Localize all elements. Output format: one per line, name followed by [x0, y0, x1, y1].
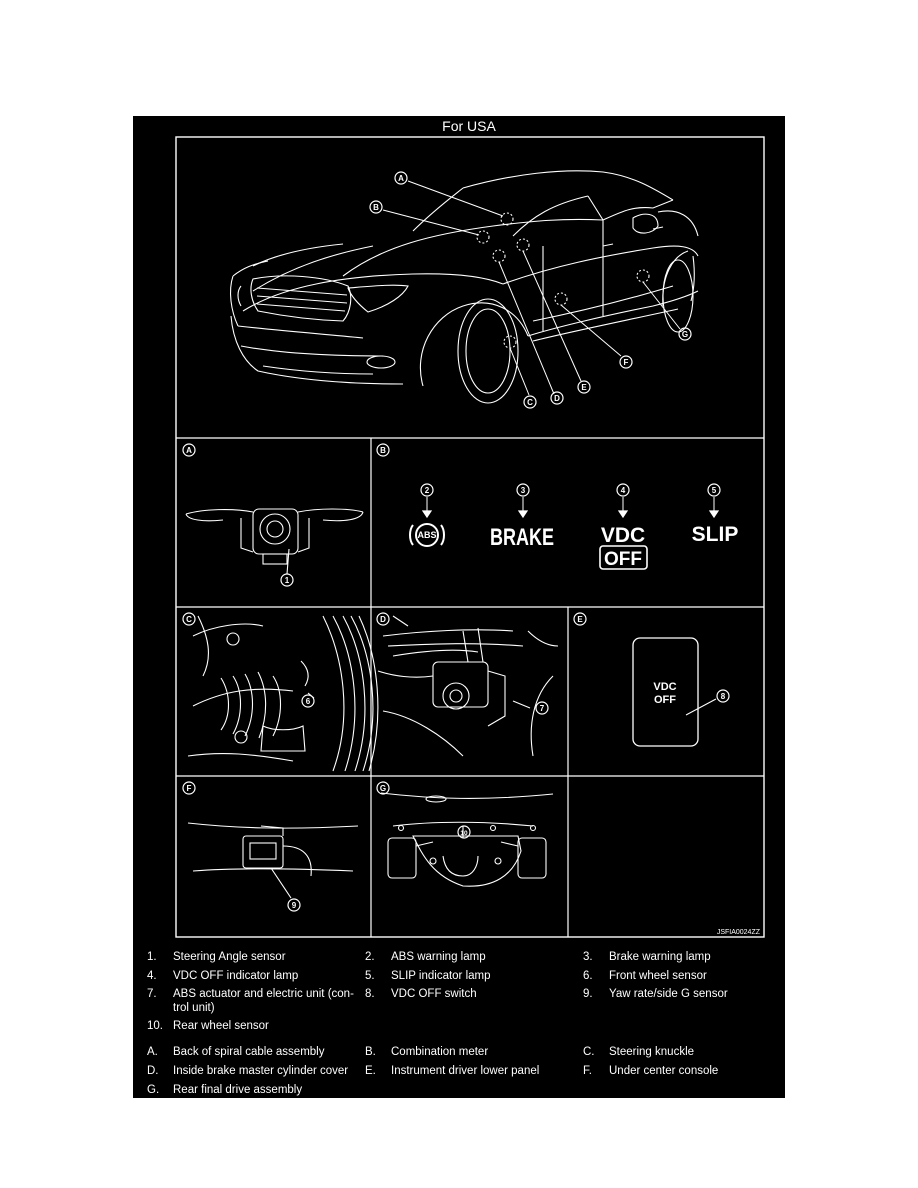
- callout-6: 6: [306, 697, 311, 706]
- legend-text: VDC OFF switch: [391, 988, 477, 1000]
- legend-text: ABS actuator and electric unit (con-: [173, 988, 354, 1000]
- figure-id: JSFIA0024ZZ: [717, 929, 761, 936]
- figure-title: For USA: [442, 118, 496, 134]
- panel-g-rear-final-drive: [380, 792, 554, 887]
- panel-label-g: G: [380, 784, 386, 793]
- callout-d-car: D: [554, 394, 560, 403]
- legend-number: 6.: [583, 970, 593, 982]
- legend-letter: B.: [365, 1046, 376, 1058]
- legend-letter: C.: [583, 1046, 595, 1058]
- leader-lines: [382, 180, 681, 396]
- legend-text: Rear wheel sensor: [173, 1020, 269, 1032]
- legend-text: Brake warning lamp: [609, 951, 711, 963]
- callout-3: 3: [521, 486, 526, 495]
- panel-label-c: C: [186, 615, 192, 624]
- legend-text: Yaw rate/side G sensor: [609, 988, 728, 1000]
- panel-f-yaw-rate-sensor: [187, 822, 359, 899]
- callout-b-car: B: [373, 203, 379, 212]
- component-location-diagram: For USA: [175, 118, 765, 938]
- callout-e-car: E: [581, 383, 587, 392]
- legend-letter: G.: [147, 1084, 160, 1096]
- legend-text: Front wheel sensor: [609, 970, 707, 982]
- legend-row: D. Inside brake master cylinder cover E. I…: [133, 1065, 785, 1083]
- legend-row: 4. VDC OFF indicator lamp 5. SLIP indicato…: [133, 970, 785, 988]
- switch-label-line2: OFF: [654, 694, 676, 706]
- legend-text: Combination meter: [391, 1046, 489, 1058]
- callout-8: 8: [721, 692, 726, 701]
- diagram-panel: For USA: [133, 116, 785, 1098]
- legend-row: 7. ABS actuator and electric unit (con-tr…: [133, 988, 785, 1014]
- callouts: A B C D E F G A B C D E F G 1 2 3 4: [182, 171, 730, 912]
- legend-text: ABS warning lamp: [391, 951, 486, 963]
- panel-label-b: B: [380, 446, 386, 455]
- callout-2: 2: [425, 486, 430, 495]
- legend-number: 4.: [147, 970, 157, 982]
- legend-text: Back of spiral cable assembly: [173, 1046, 325, 1058]
- sensor-location-markers: [476, 212, 650, 349]
- slip-lamp-text: SLIP: [692, 523, 739, 546]
- legend-number: 5.: [365, 970, 375, 982]
- legend-text: VDC OFF indicator lamp: [173, 970, 299, 982]
- legend-letter: A.: [147, 1046, 158, 1058]
- brake-lamp-text: BRAKE: [490, 524, 554, 551]
- callout-g-car: G: [682, 330, 688, 339]
- legend-row: G. Rear final drive assembly: [133, 1084, 785, 1102]
- callout-10: 10: [460, 830, 468, 837]
- legend-number: 9.: [583, 988, 593, 1000]
- abs-lamp-icon: [409, 523, 445, 547]
- panel-label-d: D: [380, 615, 386, 624]
- legend-letter: E.: [365, 1065, 376, 1077]
- panel-c-steering-knuckle: [187, 615, 379, 772]
- legend-number: 10.: [147, 1020, 163, 1032]
- callout-9: 9: [292, 901, 297, 910]
- callout-4: 4: [621, 486, 626, 495]
- legend-number: 7.: [147, 988, 157, 1000]
- legend-letter: D.: [147, 1065, 159, 1077]
- callout-a-car: A: [398, 174, 404, 183]
- callout-1: 1: [285, 576, 290, 585]
- panel-label-e: E: [577, 615, 583, 624]
- figure-frame: [175, 136, 765, 938]
- legend-text: Steering knuckle: [609, 1046, 695, 1058]
- legend-text: Steering Angle sensor: [173, 951, 286, 963]
- panel-b-lamps: ABS BRAKE VDC OFF SLIP: [409, 497, 739, 570]
- panel-label-a: A: [186, 446, 192, 455]
- abs-lamp-text: ABS: [417, 530, 436, 540]
- legend-number: 2.: [365, 951, 375, 963]
- legend-text: Inside brake master cylinder cover: [173, 1065, 349, 1077]
- switch-label-line1: VDC: [653, 681, 676, 693]
- callout-f-car: F: [624, 358, 629, 367]
- legend-text: Rear final drive assembly: [173, 1084, 303, 1096]
- vdc-lamp-text: VDC: [601, 524, 645, 547]
- car-illustration: [229, 170, 699, 404]
- panel-e-vdc-off-switch: VDC OFF: [632, 637, 717, 747]
- legend-text-continued: trol unit): [173, 1002, 215, 1014]
- panel-label-f: F: [187, 784, 192, 793]
- legend-number: 8.: [365, 988, 375, 1000]
- legend-number: 3.: [583, 951, 593, 963]
- legend-letter: F.: [583, 1065, 592, 1077]
- legend-row: A. Back of spiral cable assembly B. Combin…: [133, 1046, 785, 1064]
- panel-d-abs-actuator: [377, 615, 559, 757]
- legend-text: Under center console: [609, 1065, 719, 1077]
- panel-a-spiral-cable: [185, 508, 364, 575]
- callout-5: 5: [712, 486, 717, 495]
- callout-7: 7: [540, 704, 545, 713]
- legend-row: 10. Rear wheel sensor: [133, 1020, 785, 1038]
- callout-c-car: C: [527, 398, 533, 407]
- off-lamp-box: [599, 545, 648, 570]
- legend-text: SLIP indicator lamp: [391, 970, 491, 982]
- legend-text: Instrument driver lower panel: [391, 1065, 540, 1077]
- off-lamp-text: OFF: [604, 549, 642, 570]
- legend-row: 1. Steering Angle sensor 2. ABS warning la…: [133, 951, 785, 969]
- legend-number: 1.: [147, 951, 157, 963]
